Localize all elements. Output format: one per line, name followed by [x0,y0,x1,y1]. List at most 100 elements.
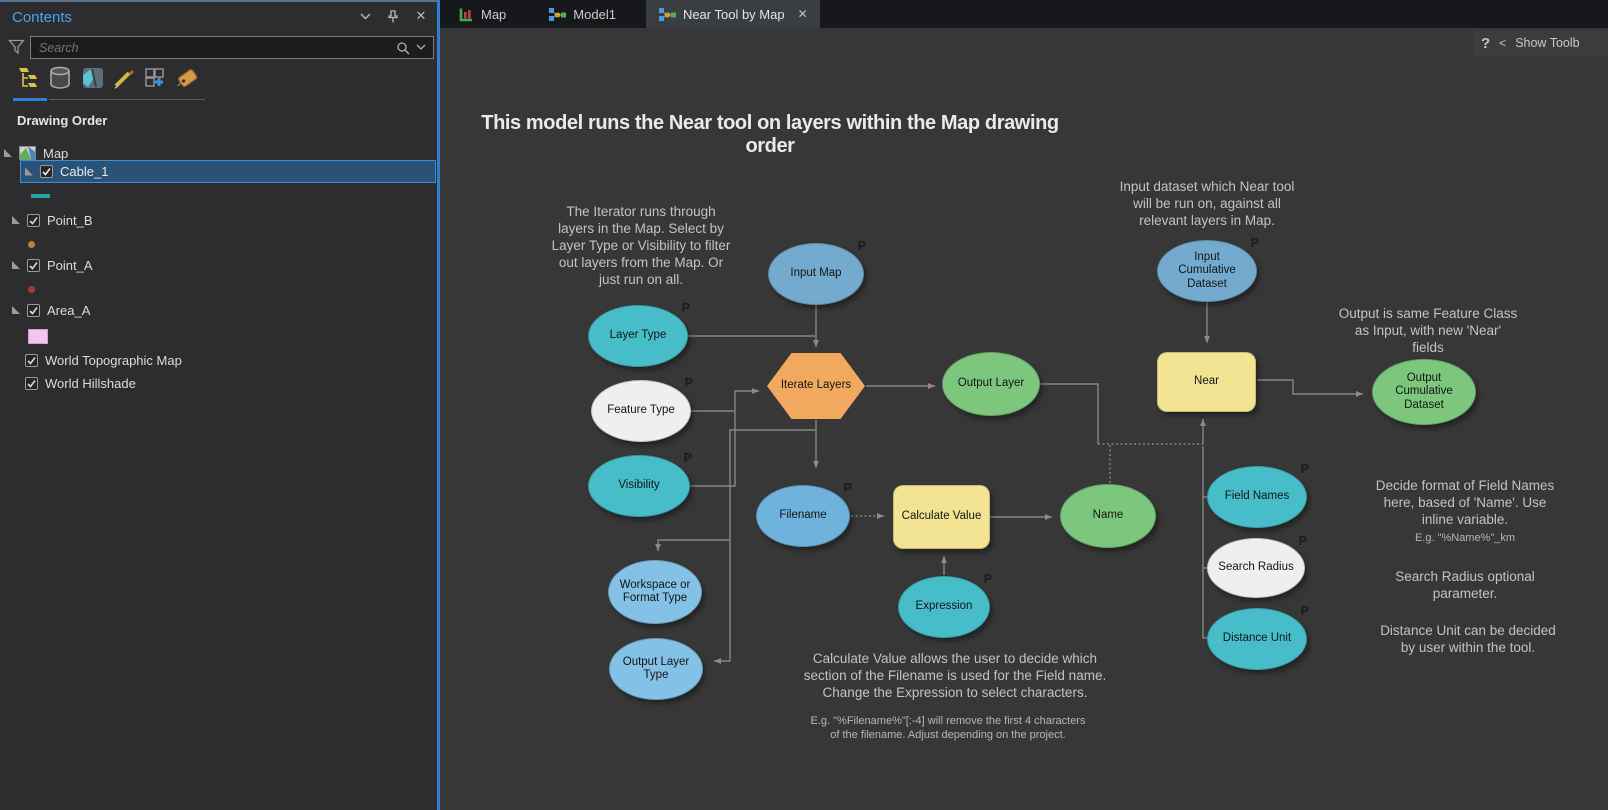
layer-checkbox[interactable] [27,258,40,272]
list-by-editing-icon[interactable] [110,64,138,92]
expander-icon[interactable] [4,149,12,157]
close-icon[interactable]: ✕ [415,8,427,23]
tab-map[interactable]: Map [446,0,518,28]
show-toolboxes-label: Show Toolb [1515,36,1580,50]
model-annotation[interactable]: The Iterator runs through layers in the … [551,204,731,287]
search-input[interactable] [31,40,396,55]
model-node-label: Output Layer Type [622,655,690,681]
layer-row-area-a[interactable]: Area_A [12,300,90,320]
expander-icon[interactable] [25,167,33,176]
parameter-badge: P [843,481,852,495]
layer-row-point-a[interactable]: Point_A [12,255,93,275]
model-annotation[interactable]: Output is same Feature Class as Input, w… [1338,306,1518,355]
toc-toolbar [0,62,437,102]
layer-checkbox[interactable] [40,165,53,178]
model-node-label: Distance Unit [1222,632,1292,645]
list-by-drawing-order-icon[interactable] [14,64,42,92]
model-node-label: Input Cumulative Dataset [1178,251,1236,290]
model-annotation[interactable]: Input dataset which Near tool will be ru… [1119,179,1295,228]
model-node-label: Filename [779,509,827,522]
layer-checkbox[interactable] [25,353,38,367]
layer-row-world-hillshade[interactable]: World Hillshade [25,373,136,393]
model-node-label: Workspace or Format Type [619,578,691,604]
expander-icon[interactable] [12,216,20,224]
model-node-output-layer[interactable]: Output Layer [942,352,1040,416]
pane-divider[interactable] [437,0,440,810]
chevron-down-icon[interactable] [357,8,373,24]
model-node-near[interactable]: Near [1157,352,1256,412]
layer-checkbox[interactable] [27,303,40,317]
model-annotation[interactable]: Distance Unit can be decided by user wit… [1380,623,1556,655]
model-node-workspace-or-format-type[interactable]: Workspace or Format Type [608,560,702,624]
tab-close-icon[interactable]: ✕ [797,7,808,21]
expander-icon[interactable] [12,306,20,314]
model-node-name[interactable]: Name [1060,484,1156,548]
parameter-badge: P [681,301,690,315]
model-node-output-cumulative-dataset[interactable]: Output Cumulative Dataset [1372,359,1476,425]
model-title[interactable]: This model runs the Near tool on layers … [481,112,1059,157]
model-node-label: Layer Type [609,329,667,342]
layer-row-world-topographic-map[interactable]: World Topographic Map [25,350,182,370]
parameter-badge: P [1300,604,1309,618]
model-node-label: Field Names [1224,490,1290,503]
polygon-symbol-swatch[interactable] [28,329,48,344]
model-node-input-cumulative-dataset[interactable]: Input Cumulative Dataset P [1157,236,1259,302]
model-edges [655,302,1363,664]
list-by-selection-icon[interactable] [79,64,107,92]
tab-label: Near Tool by Map [682,6,785,22]
model-node-label: Expression [915,600,973,613]
model-node-calculate-value[interactable]: Calculate Value [893,485,990,549]
tab-near-tool-by-map[interactable]: Near Tool by Map ✕ [645,0,820,28]
layer-checkbox[interactable] [27,213,40,227]
model-annotation[interactable]: Calculate Value allows the user to decid… [803,651,1107,700]
layer-row-point-b[interactable]: Point_B [12,210,93,230]
model-node-filename[interactable]: Filename P [756,481,852,547]
model-node-label: Input Map [790,267,842,280]
list-by-bookmarks-icon[interactable] [173,64,201,92]
layer-checkbox[interactable] [25,376,38,390]
modelbuilder-canvas[interactable]: ? < Show Toolb This model runs the Near … [440,28,1608,810]
layer-label: Point_A [47,257,93,273]
pin-icon[interactable] [385,8,401,24]
layer-row-cable-1[interactable]: Cable_1 [20,160,436,183]
drawing-order-label: Drawing Order [17,113,108,128]
model-annotation[interactable]: Search Radius optional parameter. [1395,569,1535,601]
help-icon[interactable]: ? [1481,34,1491,52]
parameter-badge: P [983,572,992,586]
model-node-label: Output Cumulative Dataset [1395,372,1453,411]
point-symbol-swatch[interactable] [28,286,35,293]
point-symbol-swatch[interactable] [28,241,35,248]
model-node-layer-type[interactable]: Layer Type P [588,301,690,367]
model-node-distance-unit[interactable]: Distance Unit P [1207,604,1309,670]
layer-label: Cable_1 [60,164,109,179]
layer-row-map[interactable]: Map [4,143,68,163]
filter-icon[interactable] [8,39,26,56]
layer-label: Point_B [47,212,93,228]
list-by-labeling-icon[interactable] [141,64,169,92]
model-view-icon [549,7,567,21]
show-toolboxes-button[interactable]: ? < Show Toolb [1473,30,1608,56]
parameter-badge: P [1300,462,1309,476]
tab-model1[interactable]: Model1 [536,0,628,28]
expander-icon[interactable] [12,261,20,269]
tab-label: Map [481,6,507,22]
search-options-chevron-icon[interactable] [416,44,426,51]
model-node-expression[interactable]: Expression P [898,572,992,638]
tab-label: Model1 [573,6,616,22]
model-node-label: Output Layer [957,377,1025,390]
model-annotation[interactable]: E.g. "%Filename%"[:-4] will remove the f… [810,715,1086,741]
list-by-data-source-icon[interactable] [46,64,74,92]
model-node-field-names[interactable]: Field Names P [1207,462,1309,528]
model-annotation[interactable]: E.g. "%Name%"_km [1414,532,1516,544]
parameter-badge: P [1250,236,1259,250]
model-node-label: Name [1092,509,1124,522]
model-annotation[interactable]: Decide format of Field Names here, based… [1375,478,1555,527]
model-node-output-layer-type[interactable]: Output Layer Type [609,638,703,700]
search-icon[interactable] [396,41,410,55]
map-thumbnail-icon [19,146,36,160]
line-symbol-swatch[interactable] [31,194,50,198]
